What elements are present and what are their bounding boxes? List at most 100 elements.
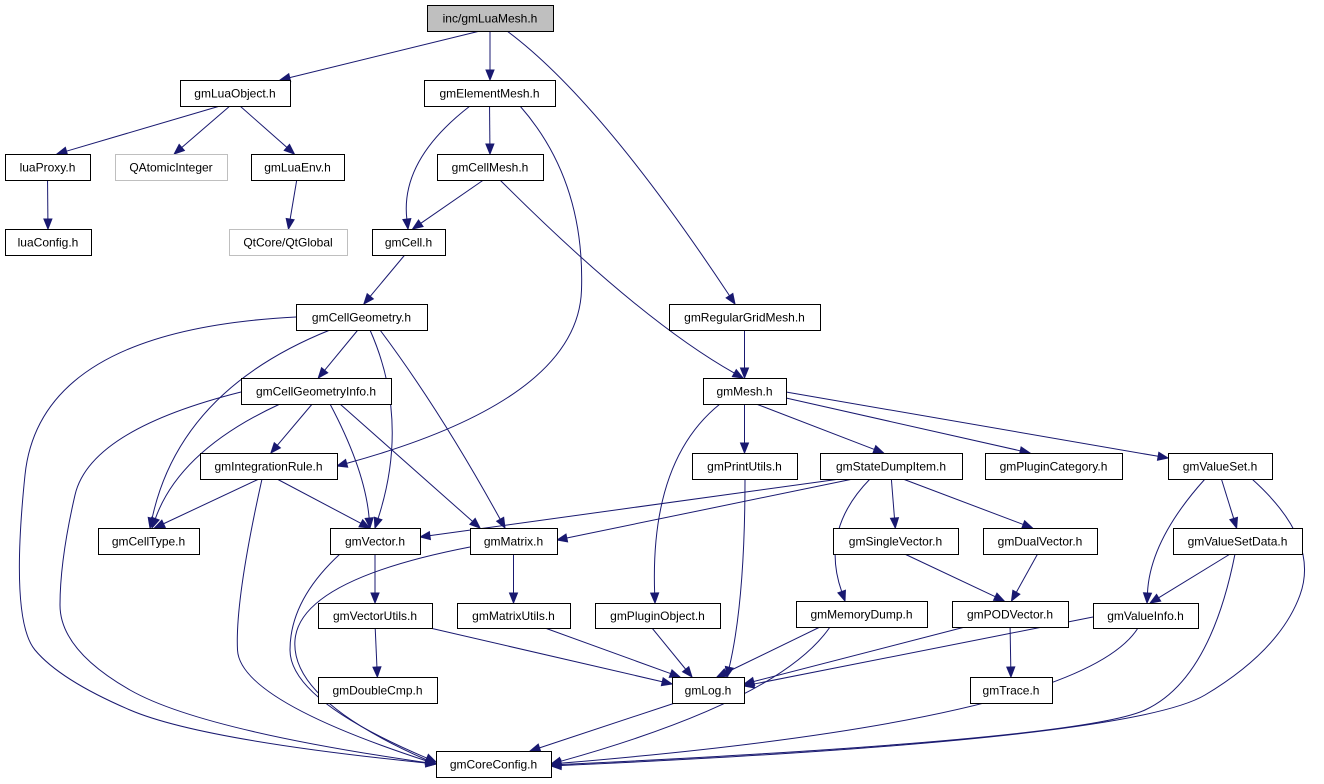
arrowhead-icon <box>715 668 729 678</box>
edge-gmCellGeometry-to-gmCellGeometryInfo <box>317 329 359 380</box>
node-gmPluginCategory[interactable]: gmPluginCategory.h <box>985 453 1123 480</box>
edge-gmElementMesh-to-gmIntegrationRule <box>335 105 583 468</box>
edge-line <box>429 478 841 537</box>
node-gmMesh[interactable]: gmMesh.h <box>703 378 787 405</box>
arrowhead-icon <box>528 743 542 753</box>
node-gmPrintUtils[interactable]: gmPrintUtils.h <box>692 453 798 480</box>
edge-line <box>236 478 427 762</box>
node-gmLuaEnv[interactable]: gmLuaEnv.h <box>251 154 345 181</box>
node-label: gmValueSetData.h <box>1188 535 1288 549</box>
arrowhead-icon <box>270 441 282 455</box>
node-box <box>296 304 428 331</box>
node-gmDoubleCmp[interactable]: gmDoubleCmp.h <box>318 677 438 704</box>
arrowhead-icon <box>153 519 167 529</box>
node-box <box>200 453 338 480</box>
node-luaProxy[interactable]: luaProxy.h <box>5 154 91 181</box>
arrowhead-icon <box>731 368 745 379</box>
edge-line <box>651 627 687 670</box>
node-gmCoreConfig[interactable]: gmCoreConfig.h <box>436 751 552 778</box>
node-box <box>330 528 421 555</box>
arrowhead-icon <box>151 516 161 530</box>
node-gmElementMesh[interactable]: gmElementMesh.h <box>424 80 556 107</box>
node-gmSingleVector[interactable]: gmSingleVector.h <box>833 528 959 555</box>
arrowhead-icon <box>649 592 660 605</box>
arrowhead-icon <box>1148 593 1162 604</box>
arrowhead-icon <box>1021 519 1034 529</box>
edge-gmLuaMesh-to-gmRegularGridMesh <box>506 30 736 306</box>
node-gmValueSet[interactable]: gmValueSet.h <box>1168 453 1273 480</box>
edge-line <box>276 478 362 524</box>
node-gmPluginObject[interactable]: gmPluginObject.h <box>595 603 721 629</box>
edge-gmStateDumpItem-to-gmDualVector <box>902 478 1034 529</box>
node-gmStateDumpItem[interactable]: gmStateDumpItem.h <box>820 453 963 480</box>
node-box <box>983 528 1098 555</box>
edge-gmMesh-to-gmPluginCategory <box>785 397 1032 456</box>
node-label: gmPluginObject.h <box>610 609 705 623</box>
node-gmRegularGridMesh[interactable]: gmRegularGridMesh.h <box>669 304 821 331</box>
node-gmValueSetData[interactable]: gmValueSetData.h <box>1173 528 1303 555</box>
node-gmVectorUtils[interactable]: gmVectorUtils.h <box>318 603 433 629</box>
edge-line <box>420 179 484 224</box>
edge-line <box>18 316 427 764</box>
node-box <box>424 80 556 107</box>
node-gmDualVector[interactable]: gmDualVector.h <box>983 528 1098 555</box>
node-box <box>703 378 787 405</box>
edge-gmMatrix-to-gmMatrixUtils <box>508 554 519 605</box>
node-gmMemoryDump[interactable]: gmMemoryDump.h <box>796 601 928 628</box>
node-gmCell[interactable]: gmCell.h <box>372 229 446 256</box>
nodes-layer: inc/gmLuaMesh.h gmLuaObject.h gmElementMes… <box>5 5 1303 778</box>
arrowhead-icon <box>668 668 682 678</box>
node-box <box>1093 603 1199 629</box>
edge-gmDualVector-to-gmPODVector <box>1010 553 1039 603</box>
node-gmMatrixUtils[interactable]: gmMatrixUtils.h <box>457 603 571 629</box>
edge-gmVectorUtils-to-gmLog <box>429 627 674 687</box>
edge-line <box>289 179 298 220</box>
arrowhead-icon <box>285 217 295 231</box>
arrowhead-icon <box>508 592 519 605</box>
node-gmLuaMesh[interactable]: inc/gmLuaMesh.h <box>427 5 554 32</box>
node-label: QtCore/QtGlobal <box>243 236 332 250</box>
node-box <box>985 453 1123 480</box>
arrowhead-icon <box>725 292 736 306</box>
edge-line <box>904 553 996 598</box>
node-label: gmPluginCategory.h <box>1000 460 1108 474</box>
edge-line <box>1015 553 1039 593</box>
edge-line <box>653 403 721 594</box>
node-box <box>833 528 959 555</box>
node-box <box>5 229 92 256</box>
node-gmTrace[interactable]: gmTrace.h <box>970 677 1053 704</box>
node-box <box>1168 453 1273 480</box>
edge-gmLuaObject-to-luaProxy <box>55 105 221 156</box>
edge-line <box>499 179 735 374</box>
node-box <box>229 229 348 256</box>
arrowhead-icon <box>335 458 349 468</box>
node-box <box>692 453 798 480</box>
node-gmLog[interactable]: gmLog.h <box>672 677 745 704</box>
edge-line <box>1158 553 1231 599</box>
node-box <box>1173 528 1303 555</box>
edge-line <box>59 391 427 764</box>
node-gmCellType[interactable]: gmCellType.h <box>98 528 200 555</box>
node-gmCellMesh[interactable]: gmCellMesh.h <box>437 154 544 181</box>
node-gmPODVector[interactable]: gmPODVector.h <box>952 601 1069 628</box>
arrowhead-icon <box>364 517 374 530</box>
node-gmMatrix[interactable]: gmMatrix.h <box>470 528 558 555</box>
node-luaConfig[interactable]: luaConfig.h <box>5 229 92 256</box>
node-label: gmTrace.h <box>983 684 1040 698</box>
arrowhead-icon <box>739 367 750 380</box>
edge-gmValueSet-to-gmValueSetData <box>1220 478 1239 530</box>
node-gmIntegrationRule[interactable]: gmIntegrationRule.h <box>200 453 338 480</box>
node-box <box>820 453 963 480</box>
node-gmValueInfo[interactable]: gmValueInfo.h <box>1093 603 1199 629</box>
node-gmVector[interactable]: gmVector.h <box>330 528 421 555</box>
edge-gmCellGeometryInfo-to-gmCellType <box>151 403 281 530</box>
node-gmCellGeometry[interactable]: gmCellGeometry.h <box>296 304 428 331</box>
edge-gmValueSet-to-gmValueInfo <box>1142 478 1206 605</box>
edge-line <box>154 403 281 519</box>
node-box <box>180 80 291 107</box>
edge-gmLuaMesh-to-gmElementMesh <box>485 31 495 82</box>
node-gmCellGeometryInfo[interactable]: gmCellGeometryInfo.h <box>241 378 392 405</box>
node-gmLuaObject[interactable]: gmLuaObject.h <box>180 80 291 107</box>
edge-line <box>346 105 583 464</box>
edge-gmElementMesh-to-gmCellMesh <box>485 105 495 156</box>
